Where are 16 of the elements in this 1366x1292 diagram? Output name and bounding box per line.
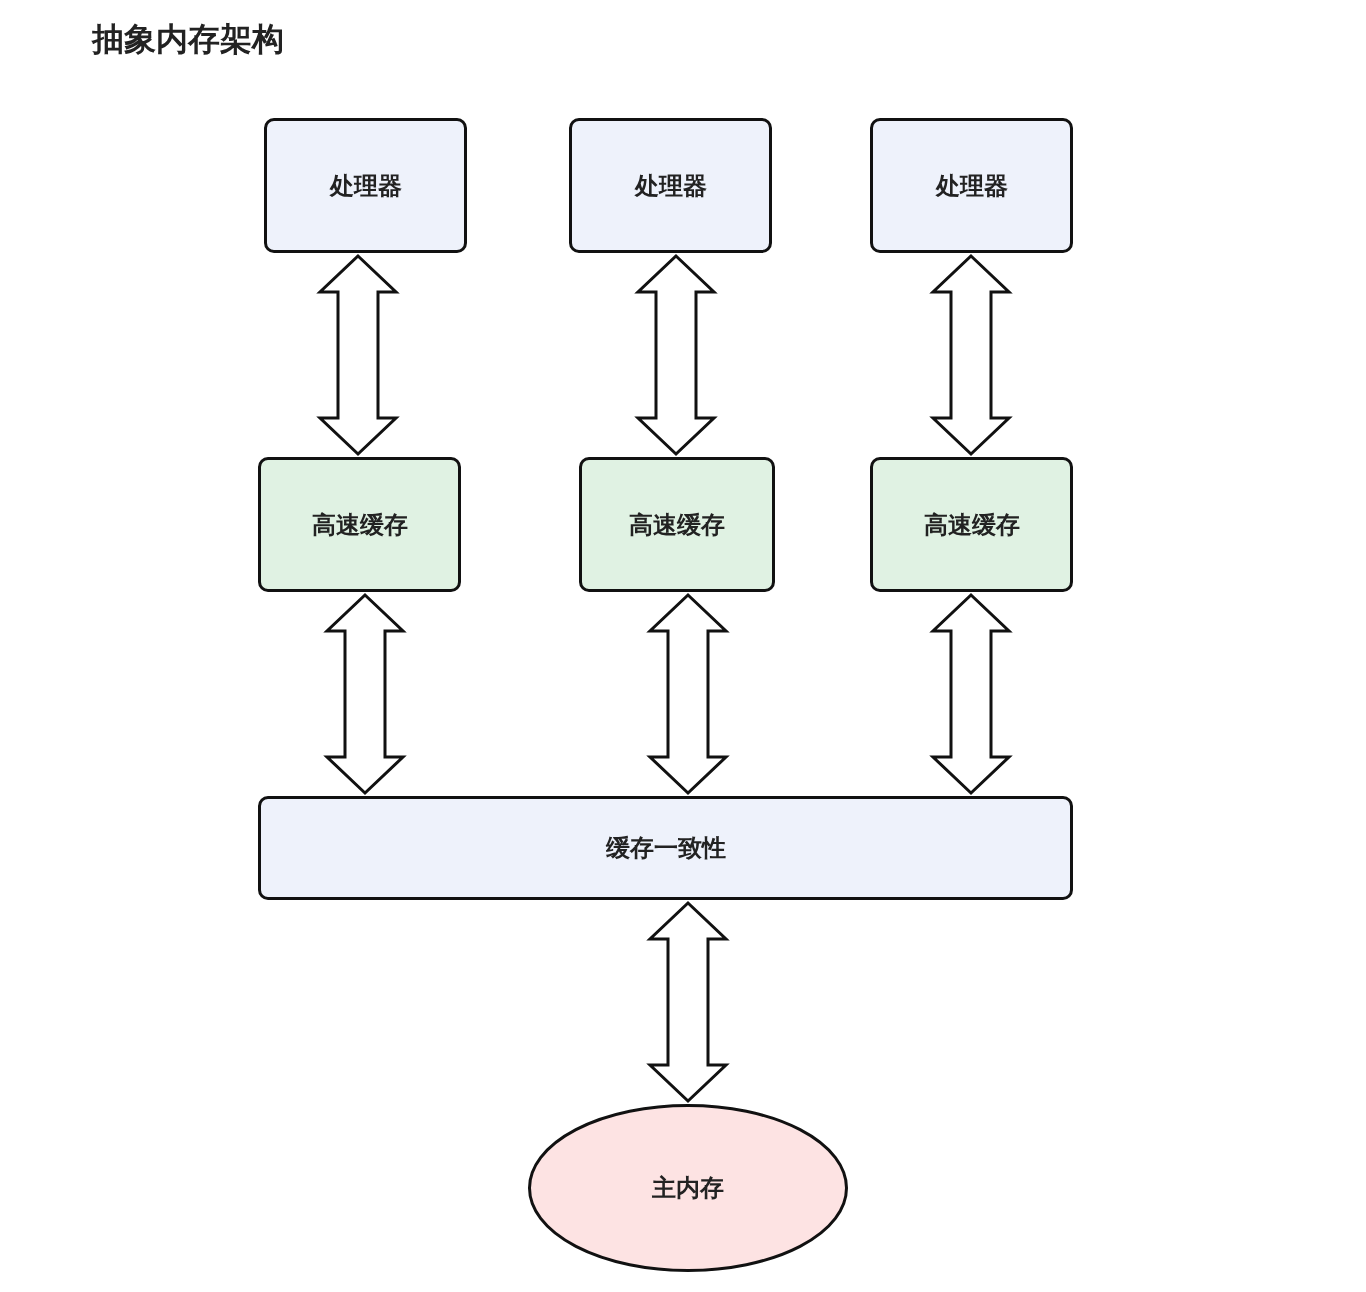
processor-box: 处理器 <box>870 118 1073 253</box>
cache-box: 高速缓存 <box>579 457 775 592</box>
memory-ellipse: 主内存 <box>528 1104 848 1272</box>
coherence-bar: 缓存一致性 <box>258 796 1073 900</box>
cache-box: 高速缓存 <box>870 457 1073 592</box>
double-arrow <box>646 900 730 1104</box>
double-arrow <box>323 592 407 796</box>
double-arrow <box>646 592 730 796</box>
double-arrow <box>929 253 1013 457</box>
processor-box: 处理器 <box>569 118 772 253</box>
cache-box: 高速缓存 <box>258 457 461 592</box>
processor-box: 处理器 <box>264 118 467 253</box>
double-arrow <box>634 253 718 457</box>
double-arrow <box>929 592 1013 796</box>
double-arrow <box>316 253 400 457</box>
diagram-title: 抽象内存架构 <box>92 19 284 60</box>
